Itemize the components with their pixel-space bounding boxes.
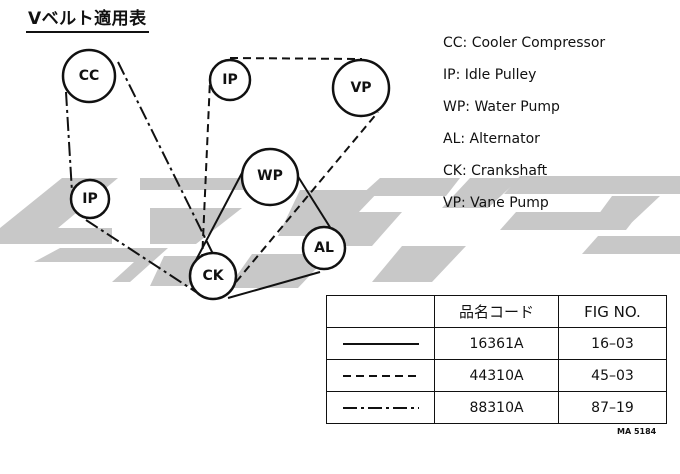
belt-segment [235, 111, 379, 283]
pulley-ck [188, 251, 238, 301]
pulley-label-al: AL [314, 240, 334, 256]
pulley-vp [331, 58, 391, 118]
table-row: 88310A 87–19 [326, 391, 667, 424]
pulley-label-ip-upper: IP [222, 72, 238, 88]
belt-segment [117, 61, 217, 261]
fig-number: 87–19 [558, 391, 667, 424]
pulley-ip-upper [208, 58, 252, 102]
table-header-row: 品名コード FIG NO. [326, 295, 667, 328]
belt-segment [227, 271, 321, 299]
belt-dashed [201, 57, 379, 283]
pulley-label-ck: CK [202, 268, 224, 284]
belt-segment [229, 57, 363, 60]
legend-item: WP: Water Pump [443, 99, 560, 115]
legend-item: IP: Idle Pulley [443, 67, 537, 83]
pulley-label-vp: VP [350, 80, 372, 96]
line-style-solid [326, 327, 435, 360]
table-row: 16361A 16–03 [326, 327, 667, 360]
legend-item: AL: Alternator [443, 131, 540, 147]
part-code: 16361A [434, 327, 559, 360]
belt-dash-dot [65, 61, 217, 293]
legend-item: CK: Crankshaft [443, 163, 548, 179]
solid-line-swatch [342, 342, 419, 345]
pulley-ip-lower [69, 178, 111, 220]
pulley-al [301, 225, 347, 271]
watermark-logo [0, 176, 680, 288]
belt-segment [201, 79, 211, 263]
table-header-line [326, 295, 435, 328]
belt-segment [65, 91, 73, 193]
dashed-line-swatch [342, 374, 419, 377]
part-code: 44310A [434, 359, 559, 392]
fig-number: 16–03 [558, 327, 667, 360]
abbreviation-legend: CC: Cooler Compressor IP: Idle Pulley WP… [443, 27, 605, 219]
pulley-label-cc: CC [78, 68, 100, 84]
line-style-dash-dot [326, 391, 435, 424]
table-header-code: 品名コード [434, 295, 559, 328]
part-code: 88310A [434, 391, 559, 424]
pulley-wp [240, 147, 300, 207]
figure-reference: MA 5184 [617, 427, 657, 436]
dash-dot-line-swatch [342, 406, 419, 409]
fig-number: 45–03 [558, 359, 667, 392]
legend-item: CC: Cooler Compressor [443, 35, 606, 51]
pulley-label-wp: WP [257, 168, 283, 184]
belt-segment [85, 219, 197, 293]
table-row: 44310A 45–03 [326, 359, 667, 392]
pulley-label-ip-lower: IP [82, 191, 98, 207]
pulley-cc [61, 48, 117, 104]
line-style-dashed [326, 359, 435, 392]
table-header-fig: FIG NO. [558, 295, 667, 328]
legend-item: VP: Vane Pump [443, 195, 549, 211]
belt-parts-table: 品名コード FIG NO. 16361A 16–03 44310A 45–03 … [326, 295, 667, 424]
page-title: Vベルト適用表 [26, 8, 149, 33]
